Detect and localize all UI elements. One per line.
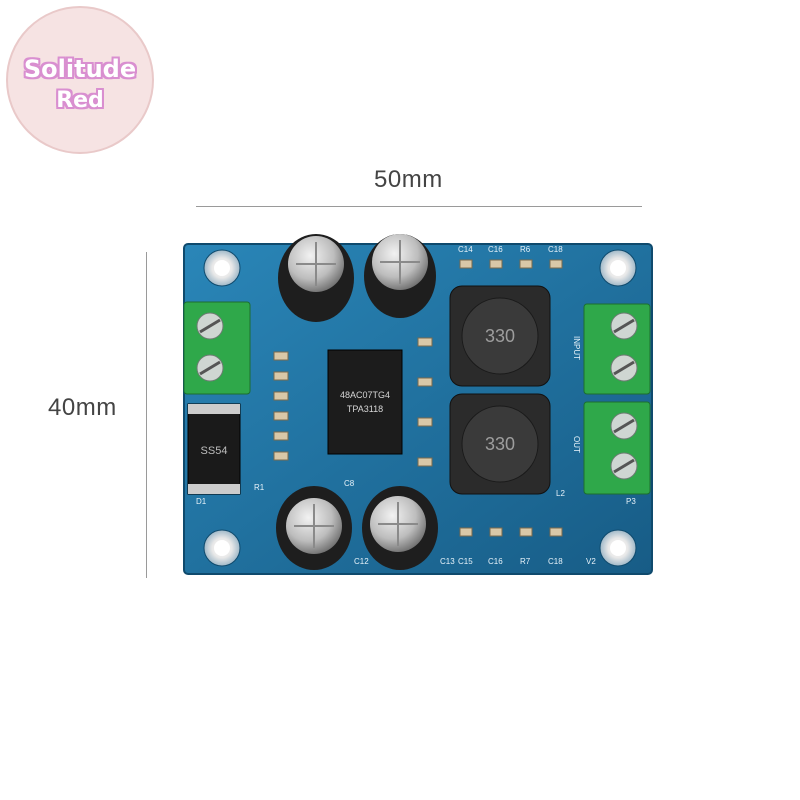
chip-marking-line1: 48AC07TG4	[340, 390, 390, 400]
width-dimension-line	[196, 206, 642, 207]
mounting-hole	[610, 540, 626, 556]
amplifier-board-photo: 48AC07TG4 TPA3118 330 330 SS54 C14 C16 R…	[183, 234, 653, 575]
silk-r7: R7	[520, 557, 531, 566]
silk-out: OUT	[572, 436, 581, 453]
silk-v2: V2	[586, 557, 596, 566]
inductor-top-marking: 330	[485, 326, 515, 346]
diode-marking: SS54	[201, 445, 228, 457]
smd-components	[273, 259, 563, 537]
inductor-bottom-marking: 330	[485, 434, 515, 454]
width-dimension-label: 50mm	[374, 166, 443, 193]
silk-c13: C13	[440, 557, 455, 566]
mounting-hole	[214, 260, 230, 276]
mounting-hole	[610, 260, 626, 276]
silk-c14: C14	[458, 245, 473, 254]
capacitor-top-left	[278, 234, 354, 322]
diode-ss54	[187, 403, 241, 495]
silk-input: INPUT	[572, 336, 581, 360]
amplifier-chip	[327, 349, 403, 455]
silk-d1: D1	[196, 497, 207, 506]
logo-text-line2: Red	[56, 88, 104, 113]
silk-c18-bottom: C18	[548, 557, 563, 566]
silk-l2: L2	[556, 489, 565, 498]
screw-terminal-output	[583, 401, 651, 495]
logo-text-line1: Solitude	[23, 55, 137, 83]
capacitor-bottom-left	[276, 486, 352, 570]
capacitor-top-right	[364, 234, 436, 318]
silk-r1: R1	[254, 483, 265, 492]
height-dimension-label: 40mm	[48, 394, 117, 421]
silk-c8: C8	[344, 479, 355, 488]
inductor-bottom	[449, 393, 551, 495]
capacitor-bottom-right	[362, 486, 438, 570]
silk-c16-bottom: C16	[488, 557, 503, 566]
silk-r6: R6	[520, 245, 531, 254]
mounting-hole	[214, 540, 230, 556]
mounting-holes	[203, 249, 637, 567]
silk-p3: P3	[626, 497, 636, 506]
silk-c16-top: C16	[488, 245, 503, 254]
screw-terminal-left	[183, 301, 251, 395]
silk-c12: C12	[354, 557, 369, 566]
screw-terminal-input	[583, 303, 651, 395]
inductor-top	[449, 285, 551, 387]
silk-c15: C15	[458, 557, 473, 566]
brand-logo: Solitude Red	[0, 0, 160, 160]
height-dimension-line	[146, 252, 147, 578]
chip-marking-line2: TPA3118	[347, 404, 383, 414]
logo-circle	[6, 6, 154, 154]
silk-c18-top: C18	[548, 245, 563, 254]
